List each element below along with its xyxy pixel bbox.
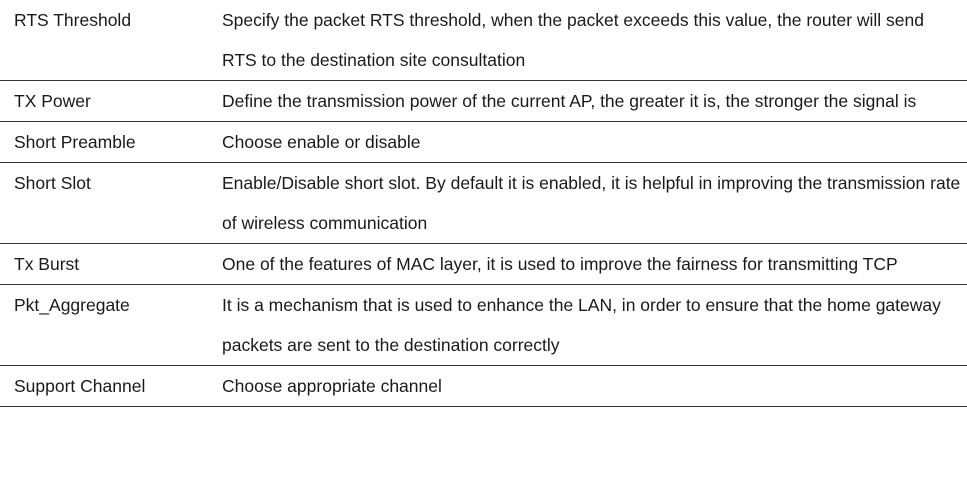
parameter-description: Choose appropriate channel <box>210 365 967 407</box>
table-row: Pkt_Aggregate It is a mechanism that is … <box>0 284 967 366</box>
table-row: Tx Burst One of the features of MAC laye… <box>0 243 967 285</box>
table-row: Support Channel Choose appropriate chann… <box>0 365 967 407</box>
parameter-name: Tx Burst <box>0 243 210 285</box>
table-row: TX Power Define the transmission power o… <box>0 80 967 122</box>
parameter-description: Specify the packet RTS threshold, when t… <box>210 0 967 81</box>
parameter-description: Choose enable or disable <box>210 121 967 163</box>
parameter-name: Support Channel <box>0 365 210 407</box>
table-row: Short Slot Enable/Disable short slot. By… <box>0 162 967 244</box>
table-row: Short Preamble Choose enable or disable <box>0 121 967 163</box>
parameter-description: Define the transmission power of the cur… <box>210 80 967 122</box>
parameter-description: One of the features of MAC layer, it is … <box>210 243 967 285</box>
parameter-description: It is a mechanism that is used to enhanc… <box>210 284 967 366</box>
parameter-name: Short Slot <box>0 162 210 244</box>
parameter-table: RTS Threshold Specify the packet RTS thr… <box>0 0 967 407</box>
parameter-description: Enable/Disable short slot. By default it… <box>210 162 967 244</box>
parameter-name: Pkt_Aggregate <box>0 284 210 366</box>
parameter-name: Short Preamble <box>0 121 210 163</box>
table-row: RTS Threshold Specify the packet RTS thr… <box>0 0 967 81</box>
parameter-name: RTS Threshold <box>0 0 210 81</box>
parameter-name: TX Power <box>0 80 210 122</box>
